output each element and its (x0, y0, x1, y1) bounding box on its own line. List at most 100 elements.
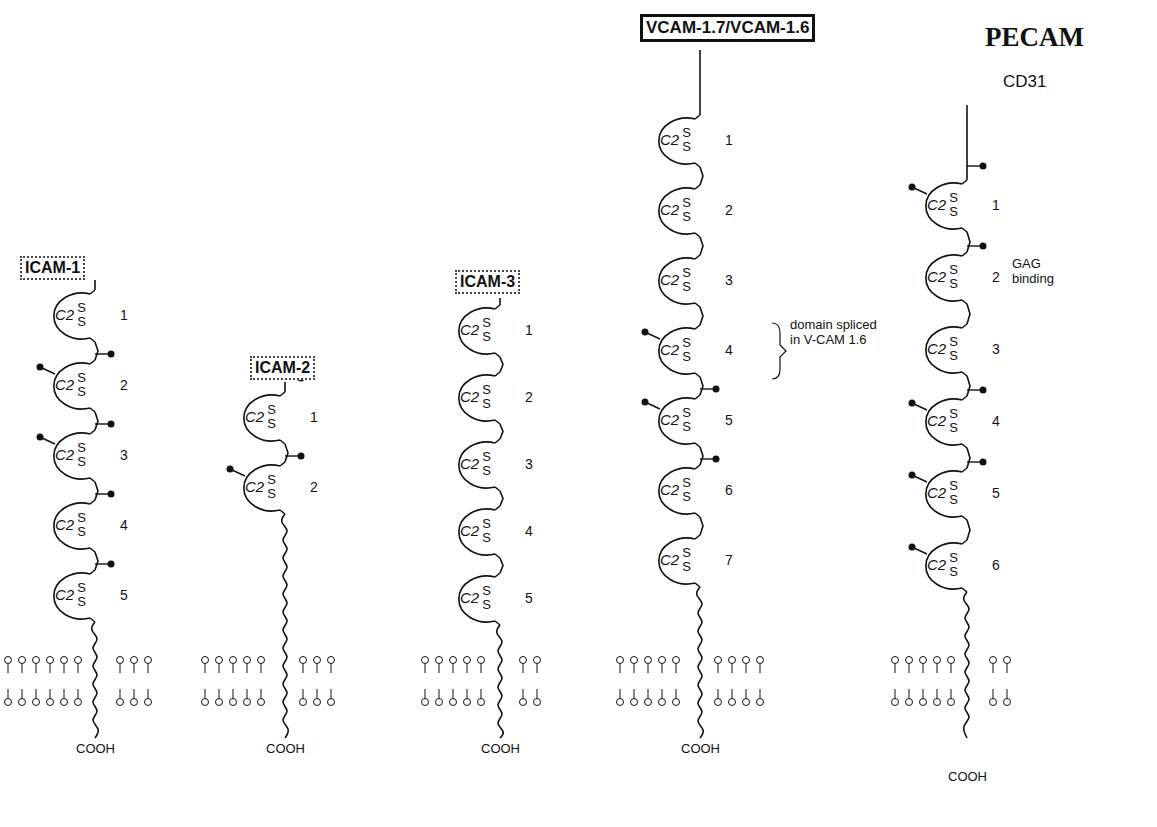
glycan (642, 399, 661, 410)
domain-number: 7 (725, 552, 733, 568)
domain-type: C2 (55, 376, 74, 393)
domain-type: C2 (660, 481, 679, 498)
domain-type: C2 (460, 589, 479, 606)
annotation: domain spliced in V-CAM 1.6 (790, 318, 890, 348)
c2-domain: C2S S4 (645, 325, 705, 377)
lipid (131, 657, 138, 706)
interdomain-linker (500, 558, 503, 573)
disulfide-label: S S (482, 584, 491, 611)
c2-domain: C2S S3 (912, 324, 972, 376)
domain-type: C2 (55, 306, 74, 323)
lipid (202, 657, 209, 706)
disulfide-label: S S (267, 403, 276, 430)
disulfide-label: S S (682, 336, 691, 363)
c2-domain: C2S S1 (645, 115, 705, 167)
transmembrane-segment (92, 622, 99, 738)
glycan (909, 544, 928, 555)
domain-type: C2 (927, 268, 946, 285)
domain-number: 4 (725, 342, 733, 358)
c2-domain: C2S S1 (230, 392, 290, 444)
domain-type: C2 (460, 522, 479, 539)
disulfide-label: S S (77, 371, 86, 398)
lipid (47, 657, 54, 706)
lipid (464, 657, 471, 706)
lipid (990, 657, 997, 706)
domain-number: 4 (120, 517, 128, 533)
c2-domain: C2S S1 (912, 180, 972, 232)
c2-domain: C2S S4 (912, 396, 972, 448)
disulfide-label: S S (482, 316, 491, 343)
lipid (75, 657, 82, 706)
domain-type: C2 (927, 196, 946, 213)
terminus-label: COOH (266, 742, 305, 757)
terminus-label: COOH (76, 742, 115, 757)
domain-number: 2 (120, 377, 128, 393)
molecule-name: VCAM-1.7/VCAM-1.6 (640, 14, 815, 42)
lipid (1004, 657, 1011, 706)
annotation: CD31 (1003, 72, 1046, 92)
lipid (328, 657, 335, 706)
interdomain-linker (967, 520, 970, 540)
c2-domain: C2S S4 (445, 506, 505, 558)
disulfide-label: S S (949, 407, 958, 434)
molecule-name: PECAM (985, 22, 1084, 53)
domain-number: 3 (120, 447, 128, 463)
domain-type: C2 (55, 586, 74, 603)
domain-number: 1 (120, 307, 128, 323)
c2-domain: C2S S2 (230, 462, 290, 514)
interdomain-linker (500, 424, 503, 439)
lipid (757, 657, 764, 706)
domain-number: 5 (525, 590, 533, 606)
interdomain-linker (700, 377, 703, 395)
domain-number: 5 (120, 587, 128, 603)
interdomain-linker (700, 237, 703, 255)
domain-number: 3 (725, 272, 733, 288)
disulfide-label: S S (267, 473, 276, 500)
c2-domain: C2S S7 (645, 535, 705, 587)
lipid (145, 657, 152, 706)
disulfide-label: S S (482, 383, 491, 410)
interdomain-linker (95, 412, 98, 430)
domain-number: 2 (725, 202, 733, 218)
domain-number: 1 (310, 409, 318, 425)
disulfide-label: S S (77, 581, 86, 608)
lipid (230, 657, 237, 706)
domain-number: 1 (992, 197, 1000, 213)
lipid (743, 657, 750, 706)
domain-type: C2 (660, 131, 679, 148)
domain-number: 2 (525, 389, 533, 405)
domain-type: C2 (55, 516, 74, 533)
domain-type: C2 (927, 340, 946, 357)
c2-domain: C2S S1 (445, 305, 505, 357)
lipid (216, 657, 223, 706)
disulfide-label: S S (682, 406, 691, 433)
c2-domain: C2S S2 (645, 185, 705, 237)
interdomain-linker (500, 357, 503, 372)
bracket (772, 323, 786, 379)
c2-domain: C2S S5 (912, 468, 972, 520)
interdomain-linker (967, 376, 970, 396)
interdomain-linker (967, 448, 970, 468)
domain-type: C2 (460, 455, 479, 472)
terminus-label: COOH (481, 742, 520, 757)
terminus-label: COOH (681, 742, 720, 757)
lipid (673, 657, 680, 706)
interdomain-linker (95, 342, 98, 360)
interdomain-linker (500, 491, 503, 506)
domain-number: 1 (725, 132, 733, 148)
disulfide-label: S S (482, 517, 491, 544)
lipid (892, 657, 899, 706)
c2-domain: C2S S3 (645, 255, 705, 307)
interdomain-linker (285, 444, 288, 462)
lipid (631, 657, 638, 706)
glycan (909, 400, 928, 411)
lipid (422, 657, 429, 706)
domain-number: 5 (725, 412, 733, 428)
transmembrane-segment (697, 587, 704, 738)
lipid (33, 657, 40, 706)
lipid (436, 657, 443, 706)
lipid (19, 657, 26, 706)
disulfide-label: S S (77, 441, 86, 468)
disulfide-label: S S (949, 263, 958, 290)
